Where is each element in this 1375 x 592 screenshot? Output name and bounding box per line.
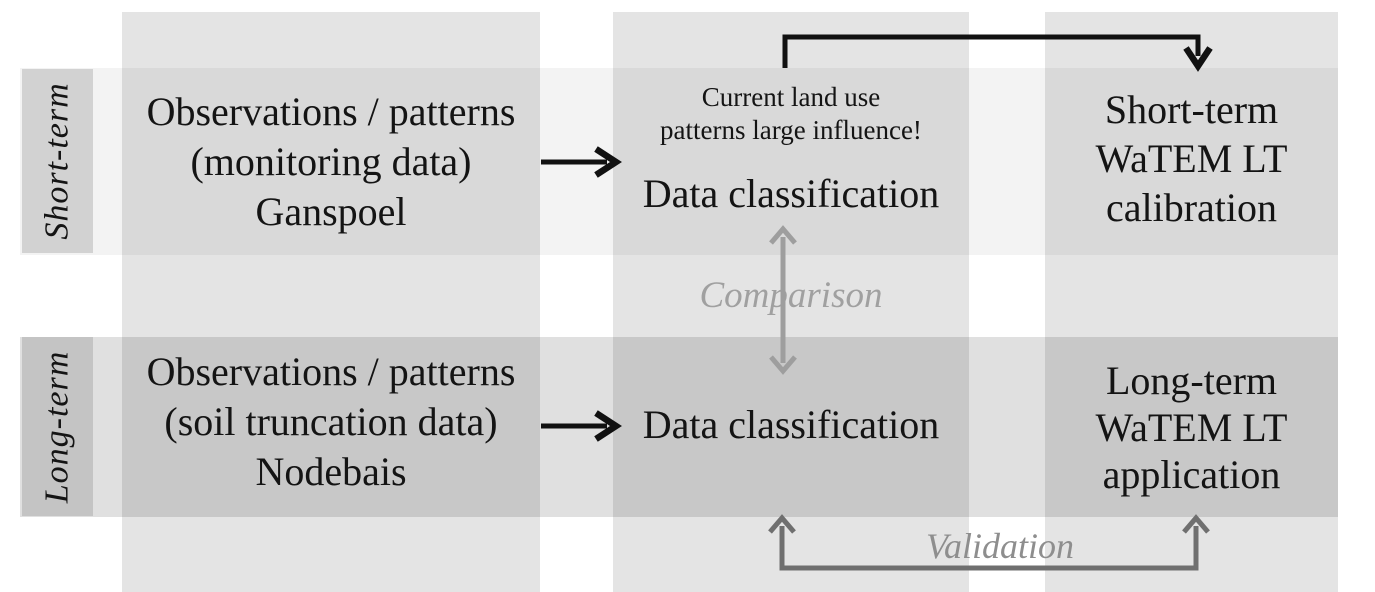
text-line: Current land use — [701, 82, 881, 112]
validation-connector-icon — [768, 514, 1210, 571]
text-line: Nodebais — [255, 449, 407, 494]
text-line: application — [1102, 452, 1281, 497]
arrow-short-input-to-classification-icon — [541, 146, 622, 178]
text-line: (soil truncation data) — [164, 399, 498, 444]
text-line: Short-term — [1104, 87, 1279, 132]
long-term-input-box: Observations / patterns (soil truncation… — [122, 347, 540, 497]
short-term-classification-label: Data classification — [642, 171, 940, 216]
text-line: Observations / patterns — [146, 349, 516, 394]
text-line: Ganspoel — [255, 189, 407, 234]
note-current-land-use: Current land use patterns large influenc… — [613, 81, 969, 147]
comparison-label: Comparison — [699, 275, 883, 316]
row-label-short-term: Short-term — [22, 69, 93, 253]
text-line: (monitoring data) — [190, 139, 472, 184]
text-line: calibration — [1105, 185, 1278, 230]
long-term-model-box: Long-term WaTEM LT application — [1045, 357, 1338, 498]
arrow-long-input-to-classification-icon — [541, 410, 622, 442]
arrow-classification-to-calibration-icon — [782, 34, 1213, 72]
comparison-double-arrow-icon — [769, 225, 797, 375]
text-line: patterns large influence! — [660, 115, 922, 145]
validation-label: Validation — [925, 526, 1074, 566]
text-line: WaTEM LT — [1095, 136, 1288, 181]
band-short-term — [20, 68, 1338, 255]
row-label-long-term: Long-term — [22, 337, 93, 516]
band-long-term — [20, 337, 1338, 517]
text-line: WaTEM LT — [1095, 405, 1288, 450]
text-line: Long-term — [1105, 358, 1278, 403]
short-term-model-box: Short-term WaTEM LT calibration — [1045, 85, 1338, 232]
text-line: Observations / patterns — [146, 89, 516, 134]
short-term-input-box: Observations / patterns (monitoring data… — [122, 87, 540, 237]
long-term-classification-label: Data classification — [642, 402, 940, 447]
